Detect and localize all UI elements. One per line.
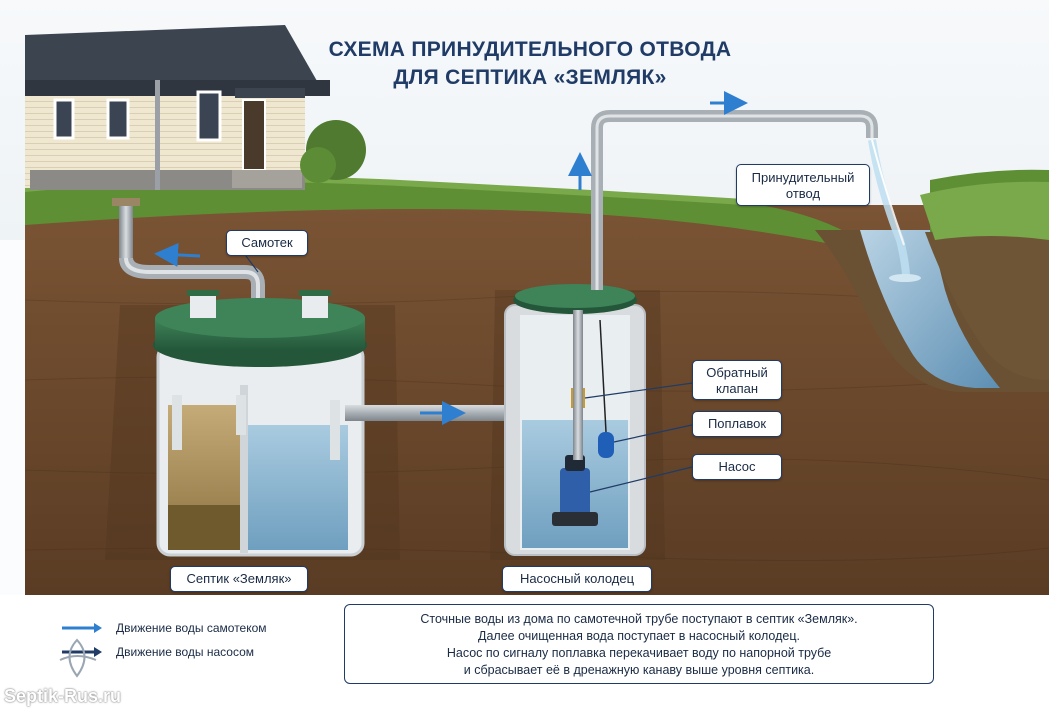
label-pump: Насос — [692, 454, 782, 480]
arrow-right-icon — [154, 242, 201, 267]
arrow-right-icon — [62, 623, 102, 633]
description-line: Насос по сигналу поплавка перекачивает в… — [446, 646, 832, 660]
label-gravity: Самотек — [226, 230, 308, 256]
title-line-2: ДЛЯ СЕПТИКА «ЗЕМЛЯК» — [393, 66, 667, 89]
description-line: и сбрасывает её в дренажную канаву выше … — [463, 663, 815, 677]
legend-pump-label: Движение воды насосом — [116, 645, 255, 659]
label-forced-outlet: Принудительный отвод — [736, 164, 870, 206]
description-line: Далее очищенная вода поступает в насосны… — [478, 629, 800, 643]
grass-surface — [25, 181, 860, 250]
description-line: Сточные воды из дома по самотечной трубе… — [420, 612, 858, 626]
label-float: Поплавок — [692, 411, 782, 437]
outlet-stream — [868, 139, 921, 282]
arrow-right-icon — [62, 647, 102, 657]
description-box: Сточные воды из дома по самотечной трубе… — [344, 604, 934, 684]
leader-lines — [239, 247, 701, 493]
page-title: СХЕМА ПРИНУДИТЕЛЬНОГО ОТВОДА ДЛЯ СЕПТИКА… — [300, 36, 760, 92]
septic-tank — [153, 290, 367, 557]
label-check-valve: Обратный клапан — [692, 360, 782, 400]
flow-arrows — [154, 91, 748, 425]
pressure-pipe — [573, 110, 878, 460]
gravity-pipe — [112, 198, 265, 300]
watermark: Septik-Rus.ru — [4, 686, 122, 706]
ditch-water — [860, 230, 1000, 388]
title-line-1: СХЕМА ПРИНУДИТЕЛЬНОГО ОТВОДА — [328, 38, 732, 61]
label-pump-well: Насосный колодец — [502, 566, 652, 592]
house — [25, 25, 366, 190]
legend-gravity: Движение воды самотеком — [60, 618, 267, 638]
label-septic: Септик «Земляк» — [170, 566, 308, 592]
legend-pump: Движение воды насосом — [60, 642, 254, 662]
legend-gravity-label: Движение воды самотеком — [116, 621, 267, 635]
logo-icon — [59, 638, 97, 678]
